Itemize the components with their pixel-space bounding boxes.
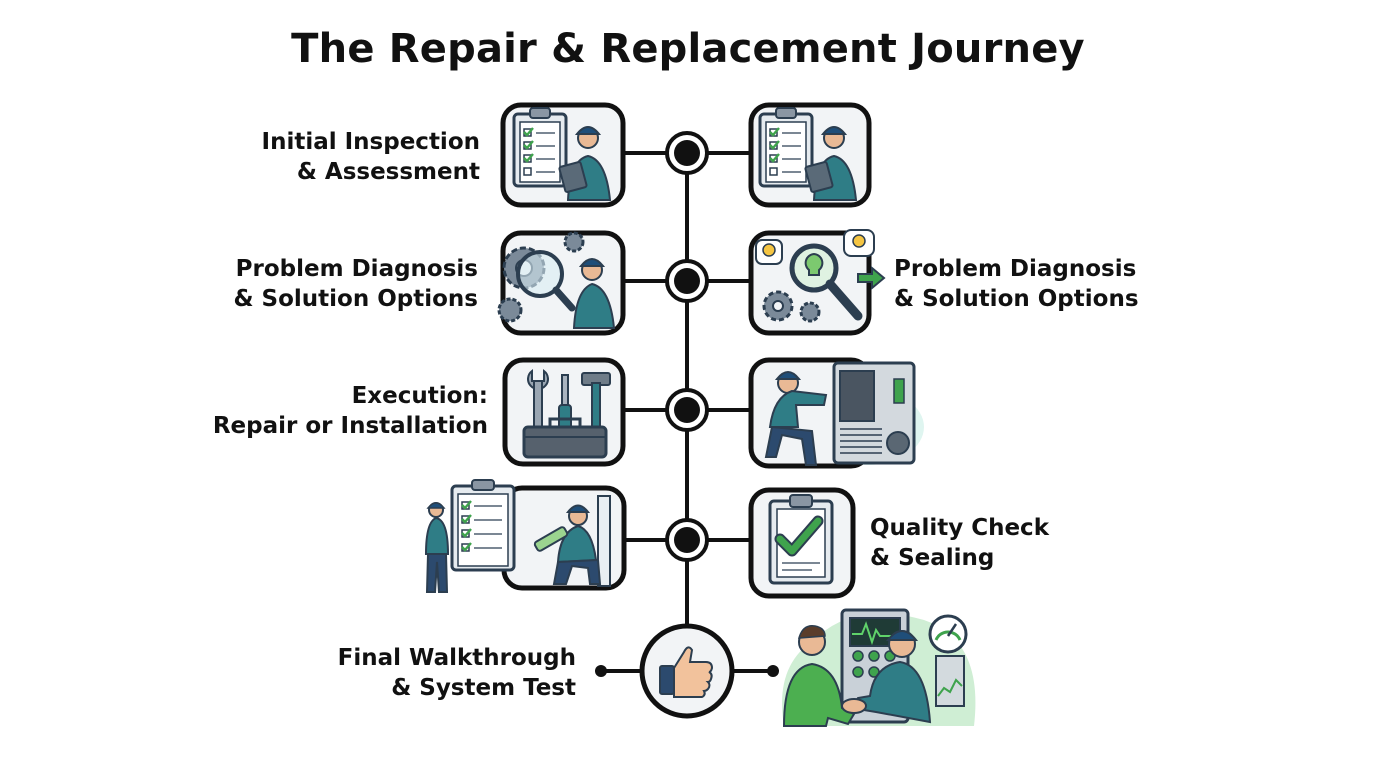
step-5-label-line1: Final Walkthrough	[337, 645, 576, 671]
step-2-right-label: Problem Diagnosis & Solution Options	[894, 254, 1194, 314]
step-4-label-line1: Quality Check	[870, 515, 1049, 541]
step-1-label-line2: & Assessment	[296, 159, 480, 185]
step-2-label: Problem Diagnosis & Solution Options	[178, 254, 478, 314]
step-2-right-label-line2: & Solution Options	[894, 286, 1139, 312]
clipboard-technician-icon	[748, 102, 872, 208]
step-1-label-line1: Initial Inspection	[261, 129, 480, 155]
step-2-label-line1: Problem Diagnosis	[235, 256, 478, 282]
gears-magnifier-technician-icon	[492, 228, 626, 336]
step-3-label-line1: Execution:	[351, 383, 488, 409]
node-step-2	[665, 259, 709, 303]
tools-toolbox-icon	[502, 357, 626, 467]
endpoint-left-dot	[595, 665, 607, 677]
node-step-4	[665, 518, 709, 562]
checklist-technician-caulking-icon	[418, 476, 628, 600]
step-2-right-label-line1: Problem Diagnosis	[894, 256, 1137, 282]
step-2-label-line2: & Solution Options	[233, 286, 478, 312]
step-5-label: Final Walkthrough & System Test	[306, 643, 576, 703]
step-4-label: Quality Check & Sealing	[870, 513, 1130, 573]
handshake-system-test-icon	[776, 600, 982, 732]
step-1-label: Initial Inspection & Assessment	[220, 127, 480, 187]
clipboard-technician-icon	[500, 102, 626, 208]
step-5-label-line2: & System Test	[391, 675, 576, 701]
step-4-label-line2: & Sealing	[870, 545, 995, 571]
endpoint-right-dot	[767, 665, 779, 677]
step-3-label-line2: Repair or Installation	[212, 413, 488, 439]
node-step-3	[665, 388, 709, 432]
technician-servicing-unit-icon	[748, 357, 926, 469]
clipboard-checkmark-icon	[748, 487, 856, 599]
step-3-label: Execution: Repair or Installation	[200, 381, 488, 441]
page-title: The Repair & Replacement Journey	[291, 26, 1085, 72]
magnifier-lightbulb-gears-icon	[748, 228, 888, 336]
node-step-1	[665, 131, 709, 175]
thumbs-up-icon	[638, 622, 736, 720]
